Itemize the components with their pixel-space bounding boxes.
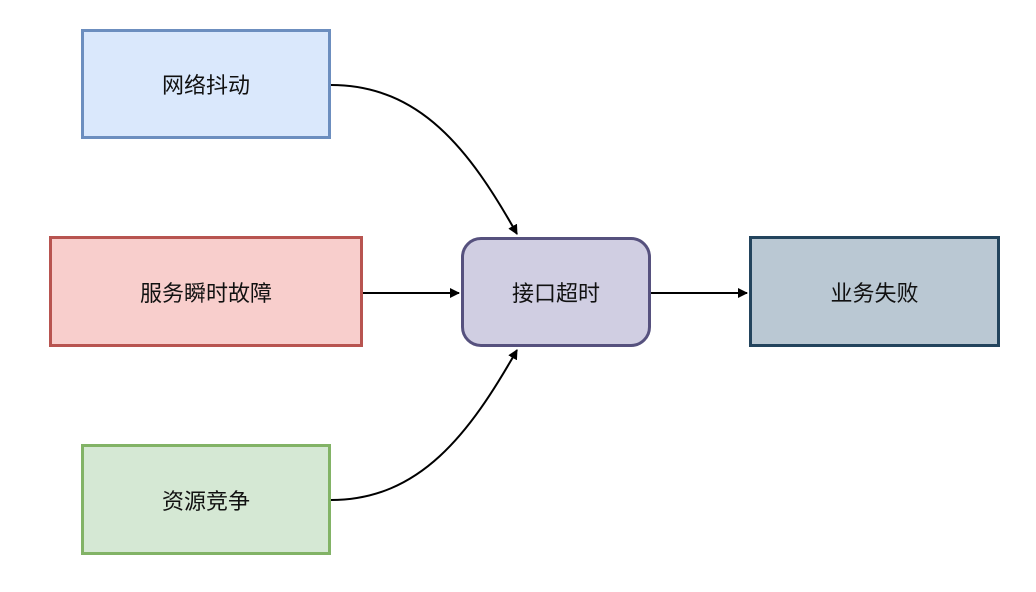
node-resource-contention: 资源竞争 — [81, 444, 331, 555]
node-interface-timeout: 接口超时 — [461, 237, 651, 347]
node-label: 业务失败 — [830, 281, 919, 307]
node-business-failure: 业务失败 — [749, 236, 1000, 347]
node-network-jitter: 网络抖动 — [81, 29, 331, 139]
node-label: 资源竞争 — [161, 489, 250, 515]
node-label: 接口超时 — [511, 282, 600, 307]
node-label: 网络抖动 — [161, 74, 250, 99]
edge-resource-to-timeout — [330, 349, 518, 501]
edge-network-to-timeout — [330, 84, 518, 235]
node-label: 服务瞬时故障 — [139, 281, 272, 307]
node-service-transient-failure: 服务瞬时故障 — [49, 236, 363, 347]
